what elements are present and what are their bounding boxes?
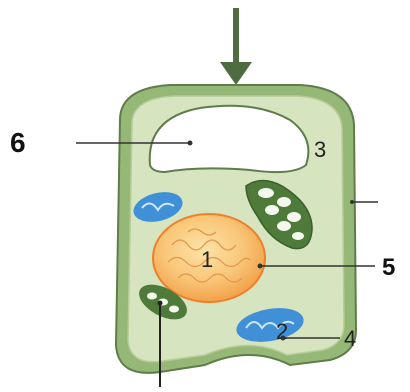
- label-1: 1: [201, 247, 213, 272]
- top-arrow: [220, 8, 252, 85]
- label-6: 6: [10, 127, 26, 158]
- label-3: 3: [314, 137, 326, 162]
- leader-right-dot: [350, 200, 354, 204]
- leader-6-dot: [188, 141, 193, 146]
- leader-4-dot: [281, 336, 286, 341]
- leader-5-dot: [258, 264, 263, 269]
- label-5: 5: [382, 254, 395, 281]
- label-4: 4: [344, 326, 356, 351]
- leader-bottom-dot: [158, 301, 163, 306]
